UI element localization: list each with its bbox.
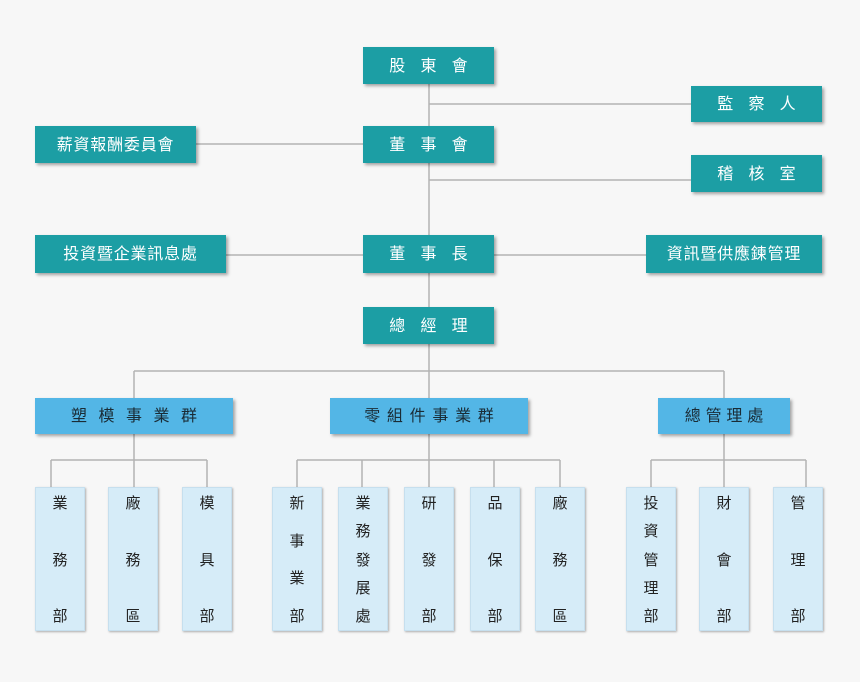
dept-label-char: 務 (355, 522, 371, 541)
dept-management: 管理部 (773, 487, 823, 631)
node-supervisor: 監察人 (691, 86, 822, 122)
dept-label-char: 廠 (552, 494, 568, 512)
dept-label-char: 處 (355, 607, 371, 625)
dept-label-char: 廠 (125, 494, 141, 512)
node-shareholders: 股東會 (363, 47, 494, 84)
dept-label-char: 區 (125, 607, 141, 625)
dept-label-char: 部 (487, 607, 503, 625)
dept-label-char: 務 (125, 550, 141, 569)
node-board: 董事會 (363, 126, 494, 163)
dept-label-char: 部 (643, 607, 659, 625)
dept-label-char: 展 (355, 578, 371, 597)
dept-label-char: 事 (289, 531, 305, 550)
dept-label-char: 會 (716, 550, 732, 569)
dept-label-char: 部 (289, 606, 305, 625)
dept-label-char: 財 (716, 494, 732, 512)
dept-new-business: 新事業部 (272, 487, 322, 631)
dept-label-char: 保 (487, 550, 503, 569)
dept-label-char: 部 (716, 607, 732, 625)
dept-label-char: 區 (552, 607, 568, 625)
dept-investment-management: 投資管理部 (626, 487, 676, 631)
dept-label-char: 投 (643, 494, 659, 512)
dept-label-char: 研 (421, 494, 437, 512)
node-investment-office: 投資暨企業訊息處 (35, 235, 226, 273)
dept-label-char: 部 (421, 607, 437, 625)
group-mold: 塑模事業群 (35, 398, 233, 434)
dept-label-char: 資 (643, 522, 659, 541)
dept-label-char: 新 (289, 494, 305, 512)
dept-mold-business: 業務部 (35, 487, 85, 631)
dept-label-char: 品 (487, 494, 503, 512)
dept-label-char: 業 (289, 569, 305, 588)
dept-label-char: 部 (52, 607, 68, 625)
dept-mold-tooling: 模具部 (182, 487, 232, 631)
dept-label-char: 發 (421, 550, 437, 569)
dept-label-char: 具 (199, 550, 215, 569)
dept-finance: 財會部 (699, 487, 749, 631)
dept-research: 研發部 (404, 487, 454, 631)
dept-comp-factory: 廠務區 (535, 487, 585, 631)
dept-label-char: 理 (643, 578, 659, 597)
group-admin-office: 總管理處 (658, 398, 790, 434)
dept-label-char: 部 (790, 607, 806, 625)
dept-quality: 品保部 (470, 487, 520, 631)
node-chairman: 董事長 (363, 235, 494, 273)
dept-business-development: 業務發展處 (338, 487, 388, 631)
dept-label-char: 業 (52, 494, 68, 512)
dept-label-char: 模 (199, 494, 215, 512)
node-compensation-committee: 薪資報酬委員會 (35, 126, 196, 163)
dept-label-char: 理 (790, 550, 806, 569)
dept-label-char: 發 (355, 550, 371, 569)
dept-mold-factory: 廠務區 (108, 487, 158, 631)
dept-label-char: 業 (355, 494, 371, 512)
node-it-supply-chain: 資訊暨供應鍊管理 (646, 235, 822, 273)
dept-label-char: 部 (199, 607, 215, 625)
node-general-manager: 總經理 (363, 307, 494, 344)
dept-label-char: 管 (643, 550, 659, 569)
group-components: 零組件事業群 (330, 398, 528, 434)
dept-label-char: 管 (790, 494, 806, 512)
dept-label-char: 務 (52, 550, 68, 569)
dept-label-char: 務 (552, 550, 568, 569)
node-audit-office: 稽核室 (691, 155, 822, 192)
